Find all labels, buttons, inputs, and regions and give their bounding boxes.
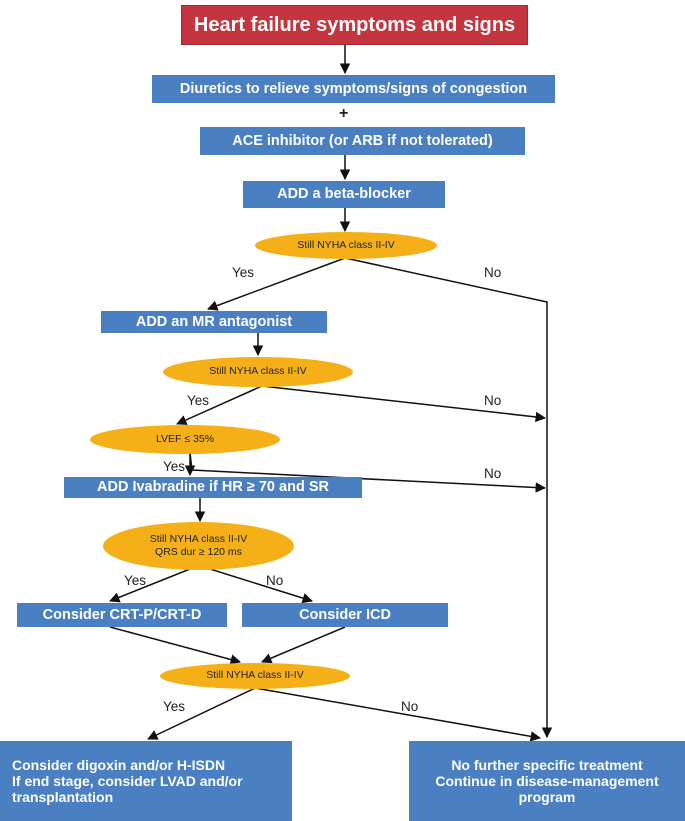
decision-nyha-qrs: Still NYHA class II-IV QRS dur ≥ 120 ms	[103, 522, 294, 570]
crt-box: Consider CRT-P/CRT-D	[17, 603, 227, 627]
no-label-1: No	[484, 265, 502, 280]
arrow-nyha4-yes	[147, 687, 256, 740]
decision-nyha-qrs-line2: QRS dur ≥ 120 ms	[155, 546, 242, 558]
no-further-line3: program	[518, 789, 576, 806]
arrow-icd-nyha4	[261, 626, 346, 664]
yes-label-1: Yes	[232, 265, 255, 280]
arrow-crt-nyha4	[109, 626, 242, 665]
decision-nyha-1-label: Still NYHA class II-IV	[297, 238, 395, 251]
no-further-line1: No further specific treatment	[451, 756, 643, 773]
yes-label-5: Yes	[163, 699, 186, 714]
digoxin-outcome-line2: If end stage, consider LVAD and/or	[12, 772, 243, 789]
arrow-nyha3-yes	[109, 568, 191, 603]
decision-nyha-4-label: Still NYHA class II-IV	[206, 669, 304, 682]
decision-nyha-4: Still NYHA class II-IV	[160, 663, 350, 689]
yes-label-2: Yes	[187, 393, 210, 408]
decision-lvef: LVEF ≤ 35%	[90, 425, 280, 454]
digoxin-outcome-box: Consider digoxin and/or H-ISDN If end st…	[0, 741, 292, 821]
no-further-treatment-box: No further specific treatment Continue i…	[409, 741, 685, 821]
decision-nyha-2: Still NYHA class II-IV	[163, 357, 353, 387]
ace-inhibitor-box: ACE inhibitor (or ARB if not tolerated)	[200, 127, 525, 155]
digoxin-outcome-line3: transplantation	[12, 789, 114, 806]
arrow-nyha2-yes	[176, 385, 263, 425]
arrow-lvef-no	[189, 452, 547, 493]
decision-nyha-qrs-line1: Still NYHA class II-IV	[149, 532, 248, 545]
beta-blocker-box: ADD a beta-blocker	[243, 181, 445, 208]
title-box: Heart failure symptoms and signs	[181, 5, 528, 45]
ivabradine-box: ADD Ivabradine if HR ≥ 70 and SR	[64, 477, 362, 498]
decision-nyha-2-label: Still NYHA class II-IV	[209, 365, 307, 378]
no-label-2: No	[484, 393, 502, 408]
arrow-nyha2-no	[261, 385, 547, 423]
no-label-3: No	[484, 466, 502, 481]
icd-box: Consider ICD	[242, 603, 448, 627]
arrow-nyha4-no	[254, 687, 542, 742]
yes-label-3: Yes	[163, 459, 186, 474]
arrow-nyha1-yes	[207, 257, 346, 311]
decision-nyha-1: Still NYHA class II-IV	[255, 232, 437, 259]
arrow-nyha1-no	[344, 257, 553, 739]
mr-antagonist-box: ADD an MR antagonist	[101, 311, 327, 333]
diuretics-box: Diuretics to relieve symptoms/signs of c…	[152, 75, 555, 103]
no-label-5: No	[401, 699, 419, 714]
no-further-line2: Continue in disease-management	[435, 772, 659, 789]
decision-lvef-label: LVEF ≤ 35%	[155, 432, 215, 445]
plus-sign: +	[339, 105, 349, 122]
digoxin-outcome-line1: Consider digoxin and/or H-ISDN	[12, 756, 226, 773]
arrow-nyha3-no	[209, 568, 314, 604]
no-label-4: No	[266, 573, 284, 588]
yes-label-4: Yes	[124, 573, 147, 588]
